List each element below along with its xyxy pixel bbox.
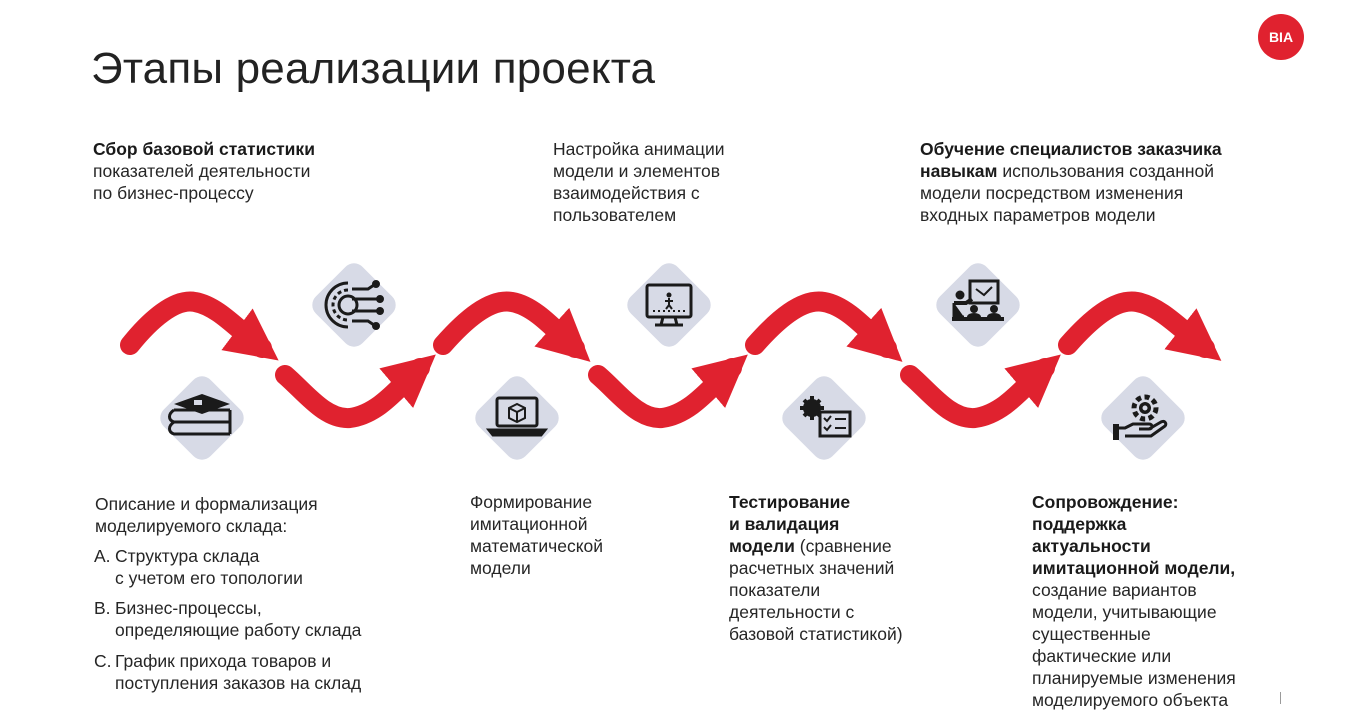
stage-1-line: Описание и формализация — [95, 494, 318, 514]
stage-5-bold-inline: модели — [729, 536, 795, 556]
stage-5-inline-text: (сравнение — [794, 536, 892, 556]
list-text: определяющие работу склада — [115, 620, 362, 640]
hand-gear-icon — [1113, 394, 1168, 440]
list-text: Бизнес-процессы, — [115, 598, 262, 618]
stage-1-line: моделируемого склада: — [95, 516, 288, 536]
list-marker: B. — [94, 598, 111, 618]
wave-arrow-1 — [120, 291, 279, 361]
stage-7-line: планируемые изменения — [1032, 668, 1236, 688]
stage-7-heading: Сопровождение: — [1032, 492, 1179, 512]
stage-1-list-item: C.График прихода товаров и поступления з… — [94, 650, 361, 694]
stage-7-text: Сопровождение: поддержка актуальности им… — [1032, 491, 1236, 711]
stage-3-text: Формирование имитационной математической… — [470, 491, 603, 579]
stage-6-inline-text: использования созданной — [997, 161, 1215, 181]
books-icon — [168, 394, 232, 436]
stage-7-line: создание вариантов — [1032, 580, 1197, 600]
stage-7-heading: актуальности — [1032, 536, 1151, 556]
stage-7-line: модели, учитывающие — [1032, 602, 1217, 622]
stage-6-bold-inline: навыкам — [920, 161, 998, 181]
diamond-bg-6 — [936, 263, 1020, 347]
stage-6-line: входных параметров модели — [920, 205, 1156, 225]
stage-5-line: показатели — [729, 580, 821, 600]
presentation-icon — [952, 279, 1004, 321]
list-text: График прихода товаров и — [115, 651, 332, 671]
stage-3-line: Формирование — [470, 492, 593, 512]
stage-1-heading: Описание и формализация моделируемого ск… — [95, 493, 318, 537]
diamond-bg-1 — [160, 376, 244, 460]
wave-arrow-6 — [900, 354, 1061, 428]
monitor-animation-icon — [645, 283, 693, 327]
list-text: поступления заказов на склад — [115, 673, 362, 693]
stage-5-line: базовой статистикой) — [729, 624, 903, 644]
stage-3-line: модели — [470, 558, 531, 578]
stage-4-line: Настройка анимации — [553, 139, 725, 159]
stage-4-line: модели и элементов — [553, 161, 720, 181]
stage-4-line: пользователем — [553, 205, 677, 225]
stage-7-heading: поддержка — [1032, 514, 1127, 534]
stage-2-heading: Сбор базовой статистики — [93, 139, 315, 159]
wave-arrow-3 — [433, 291, 591, 362]
diamond-bg-2 — [312, 263, 396, 347]
list-marker: C. — [94, 651, 112, 671]
brand-logo: BIA — [1258, 14, 1304, 60]
stage-7-line: моделируемого объекта — [1032, 690, 1229, 710]
stage-6-text: Обучение специалистов заказчика навыкам … — [920, 138, 1222, 226]
page-title: Этапы реализации проекта — [91, 44, 656, 93]
stage-5-heading: Тестирование — [729, 492, 851, 512]
stage-3-line: имитационной — [470, 514, 588, 534]
stage-6-line: модели посредством изменения — [920, 183, 1184, 203]
stage-7-line: существенные — [1032, 624, 1151, 644]
stage-2-text: Сбор базовой статистики показателей деят… — [93, 138, 315, 204]
list-text: Структура склада — [115, 546, 260, 566]
stage-4-text: Настройка анимации модели и элементов вз… — [553, 138, 725, 226]
stage-1-list-item: A.Структура склада с учетом его топологи… — [94, 545, 303, 589]
list-marker: A. — [94, 546, 111, 566]
stage-1-list-item: B.Бизнес-процессы, определяющие работу с… — [94, 597, 361, 641]
wave-arrow-4 — [588, 354, 748, 428]
laptop-box-icon — [485, 396, 549, 437]
stage-2-line: по бизнес-процессу — [93, 183, 254, 203]
wave-arrow-7 — [1058, 291, 1222, 361]
stage-2-line: показателей деятельности — [93, 161, 311, 181]
slide-end-marker — [1280, 692, 1281, 704]
stage-7-line: фактические или — [1032, 646, 1172, 666]
gear-circuit-icon — [324, 280, 384, 330]
wave-arrow-5 — [745, 291, 903, 362]
stage-4-line: взаимодействия с — [553, 183, 700, 203]
stage-5-line: расчетных значений — [729, 558, 895, 578]
wave-arrow-2 — [275, 354, 436, 428]
stage-5-heading: и валидация — [729, 514, 840, 534]
list-text: с учетом его топологии — [115, 568, 303, 588]
stage-3-line: математической — [470, 536, 604, 556]
stage-5-line: деятельности с — [729, 602, 855, 622]
stage-5-text: Тестирование и валидация модели (сравнен… — [729, 491, 903, 645]
gear-checklist-icon — [800, 396, 852, 438]
stage-6-heading: Обучение специалистов заказчика — [920, 139, 1222, 159]
stage-7-heading: имитационной модели, — [1032, 558, 1236, 578]
